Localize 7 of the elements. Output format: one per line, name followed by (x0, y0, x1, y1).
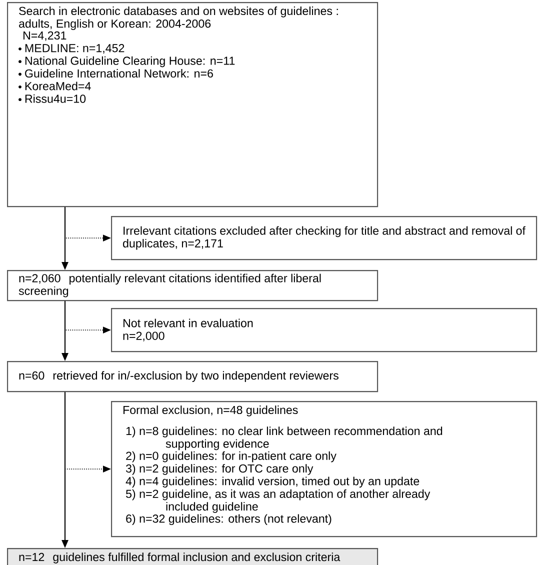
exclusion-box: Formal exclusion, n=48 guidelines 1) n=8 guidelines: no clear link between recommendation and supporting evidence 2) n=0 guidelines: for in-patient care only 3) n=2 guidelines: for OTC care only 4) n=4 guidelines: invalid version, timed out by an update 5) n=2 guideline, as it was an adaptation of another already included guideline 6) n=32 guidelines: others (not relevant) (111, 401, 538, 538)
result-box: n=60 retrieved for in/-exclusion by two independent reviewers (7, 361, 378, 392)
result-box: n=2,060 potentially relevant citations identified after liberal screening (7, 270, 378, 302)
search-box: Search in electronic databases and on websites of guidelines : adults, English or Korean: 2004-2006 N=4,231 MEDLINE: n=1,452 National Guideline Clearing House: n=11 Guideline International Network: n=6 KoreaMed=4 Rissu4u=10 (7, 2, 378, 208)
exclusion-box: Not relevant in evaluation n=2,000 (111, 308, 538, 352)
exclusion-box: Irrelevant citations excluded after checking for title and abstract and removal of duplicates, n=2,171 (111, 216, 538, 260)
result-box: n=12 guidelines fulfilled formal inclusion and exclusion criteria (7, 548, 378, 565)
